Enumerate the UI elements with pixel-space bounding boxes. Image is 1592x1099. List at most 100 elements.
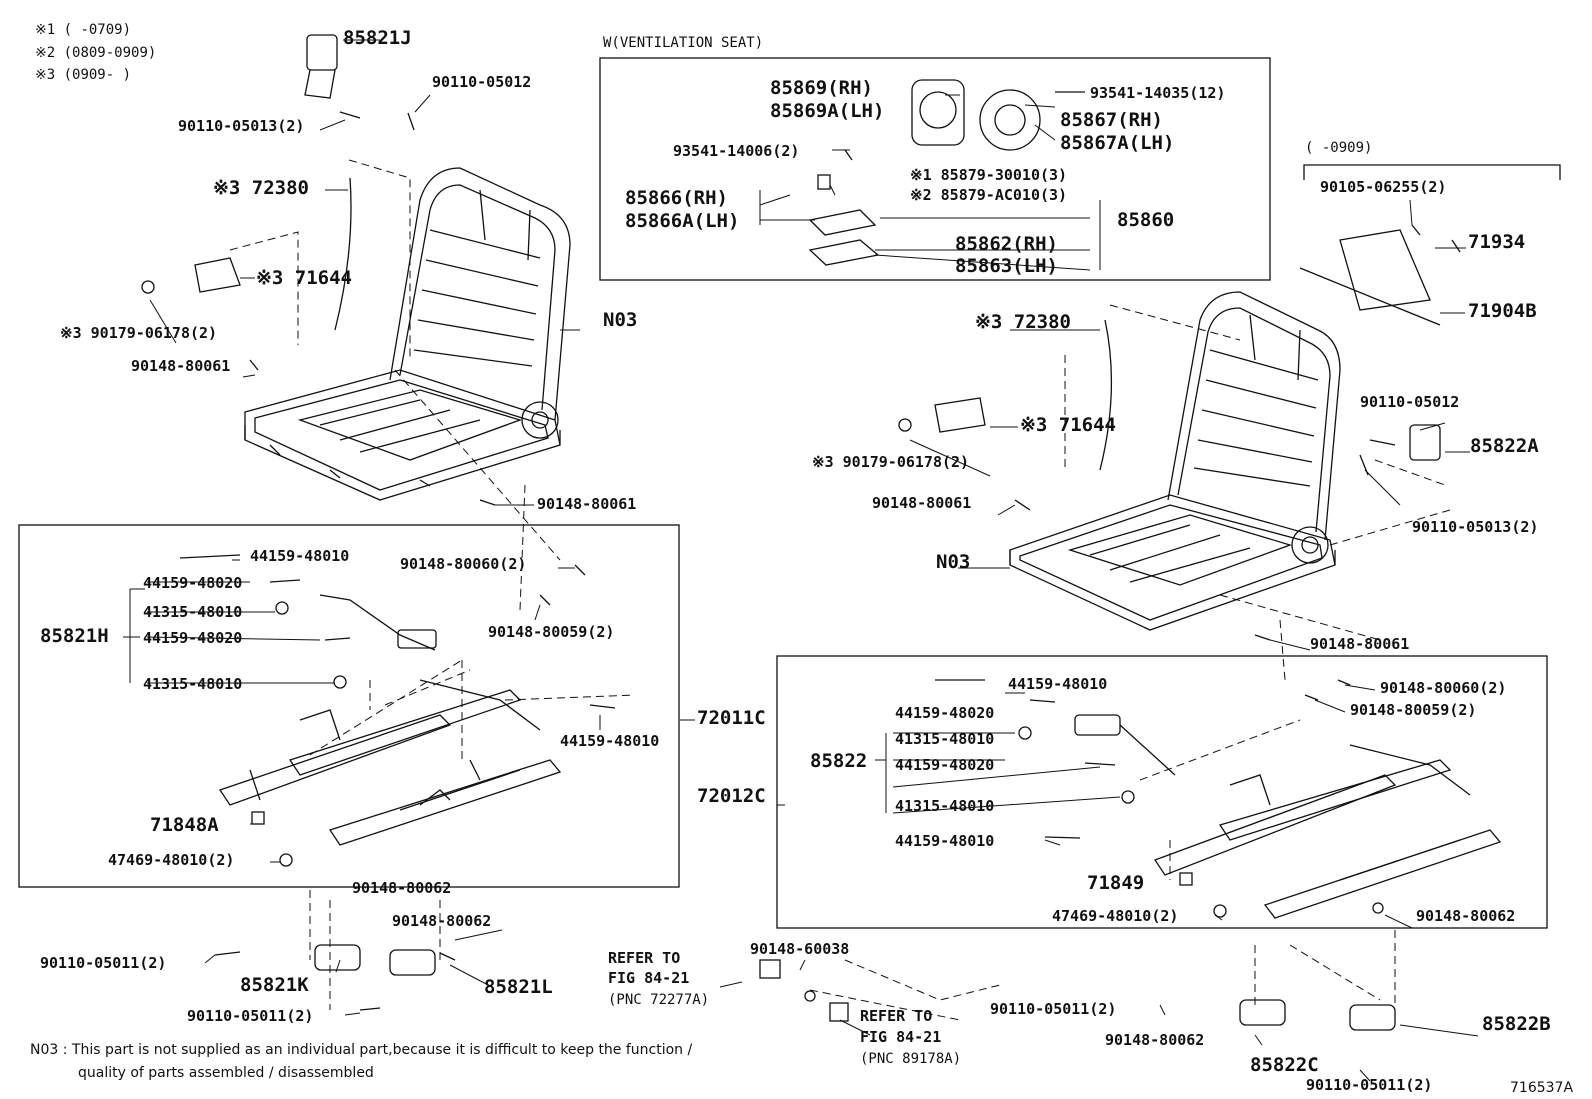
part-90105-06255: 90105-06255(2) [1320,178,1447,196]
bracket-71644-b [934,397,986,433]
part-41315-48010-b: 41315-48010 [143,675,243,693]
refer-2-line-1: REFER TO [860,1007,933,1025]
part-90148-80062-b: 90148-80062 [392,912,492,930]
part-85879-AC010: ※2 85879-AC010(3) [910,186,1068,204]
legend-note-3: ※3 (0909- ) [35,67,132,83]
part-90110-05012: 90110-05012 [432,73,532,91]
leader-lines [123,39,1479,1082]
part-85821J: 85821J [343,27,412,49]
part-41315-48010-c: 41315-48010 [895,730,995,748]
cable-85821H [319,594,436,651]
part-71849: 71849 [1087,872,1145,894]
part-44159-48020-c: 44159-48020 [895,704,995,722]
part-71644-b: ※3 71644 [1020,414,1116,436]
bracket-71644-a [194,257,241,293]
part-N03-b: N03 [936,551,971,573]
part-90148-60038: 90148-60038 [750,940,850,958]
motor-85822C [1239,999,1286,1026]
part-47469-48010: 47469-48010(2) [108,851,235,869]
part-90110-05012-b: 90110-05012 [1360,393,1460,411]
part-90148-80059-b: 90148-80059(2) [1350,701,1477,719]
part-90179-06178: ※3 90179-06178(2) [60,324,218,342]
part-90148-80061: 90148-80061 [131,357,231,375]
left-seat-frame [244,167,571,501]
part-85821K: 85821K [240,974,309,996]
part-90110-05013: 90110-05013(2) [178,117,305,135]
part-44159-48020-d: 44159-48020 [895,756,995,774]
part-71904B: 71904B [1468,300,1537,322]
right-adjuster-box [776,655,1548,929]
part-72380-b: ※3 72380 [975,311,1071,333]
part-44159-48010-d: 44159-48010 [895,832,995,850]
part-85862: 85862(RH) [955,233,1058,255]
bracket-71904B [1339,229,1431,311]
cable-85822 [1074,714,1121,736]
part-41315-48010-d: 41315-48010 [895,797,995,815]
part-72012C: 72012C [697,785,766,807]
part-90148-80062-d: 90148-80062 [1105,1031,1205,1049]
part-90148-80062-c: 90148-80062 [1416,907,1516,925]
part-44159-48010-c: 44159-48010 [1008,675,1108,693]
motor-85822A [1409,424,1441,461]
cable-72380-a [334,177,352,331]
figure-id: 716537A [1510,1080,1574,1096]
left-slide-rails [218,679,562,846]
part-85822A: 85822A [1470,435,1539,457]
part-41315-48010: 41315-48010 [143,603,243,621]
legend-note-2: ※2 (0809-0909) [35,45,157,61]
refer-1-line-2: FIG 84-21 [608,969,690,987]
small-parts [141,34,1461,1031]
fan-85867 [979,89,1041,151]
part-90110-05011-d: 90110-05011(2) [1306,1076,1433,1094]
part-44159-48010-b: 44159-48010 [560,732,660,750]
footnote-line-1: N03 : This part is not supplied as an in… [30,1042,693,1058]
part-85822C: 85822C [1250,1054,1319,1076]
cable-72380-b [1099,319,1113,471]
part-85863: 85863(LH) [955,255,1058,277]
part-85869A: 85869A(LH) [770,100,885,122]
part-90179-06178-b: ※3 90179-06178(2) [812,453,970,471]
part-85860: 85860 [1117,209,1175,231]
part-90148-80060: 90148-80060(2) [400,555,527,573]
dashed-guides [229,159,1451,1021]
part-90148-80060-b: 90148-80060(2) [1380,679,1507,697]
part-85821H: 85821H [40,625,109,647]
part-85822B: 85822B [1482,1013,1551,1035]
part-90110-05011: 90110-05011(2) [40,954,167,972]
part-90110-05011-b: 90110-05011(2) [187,1007,314,1025]
part-N03: N03 [603,309,638,331]
part-71934: 71934 [1468,231,1526,253]
motor-85821L [389,949,436,976]
refer-1-line-3: (PNC 72277A) [608,992,710,1008]
motor-85822B [1349,1004,1396,1031]
refer-2-line-2: FIG 84-21 [860,1028,942,1046]
part-71644: ※3 71644 [256,267,352,289]
duct-85866 [808,209,877,236]
part-71848A: 71848A [150,814,219,836]
part-93541-14006: 93541-14006(2) [673,142,800,160]
right-seat-frame [1009,291,1341,631]
part-90148-80061-d: 90148-80061 [1310,635,1410,653]
part-85867A: 85867A(LH) [1060,132,1175,154]
part-85866A: 85866A(LH) [625,210,740,232]
range-label-0909: ( -0909) [1305,140,1373,156]
motor-85821K [314,944,361,971]
part-90148-80061-b: 90148-80061 [537,495,637,513]
duct-85862 [808,239,880,266]
part-47469-48010-b: 47469-48010(2) [1052,907,1179,925]
footnote-line-2: quality of parts assembled / disassemble… [78,1065,374,1081]
legend-note-1: ※1 ( -0709) [35,22,132,38]
part-44159-48010: 44159-48010 [250,547,350,565]
part-85866: 85866(RH) [625,187,728,209]
motor-85821J [306,34,338,71]
part-93541-14035: 93541-14035(12) [1090,84,1226,102]
part-90148-80059: 90148-80059(2) [488,623,615,641]
part-85879-30010: ※1 85879-30010(3) [910,166,1068,184]
refer-2-line-3: (PNC 89178A) [860,1051,962,1067]
part-44159-48020-b: 44159-48020 [143,629,243,647]
part-85821L: 85821L [484,976,553,998]
part-85867: 85867(RH) [1060,109,1163,131]
part-90148-80061-c: 90148-80061 [872,494,972,512]
range-bracket [1303,164,1561,180]
